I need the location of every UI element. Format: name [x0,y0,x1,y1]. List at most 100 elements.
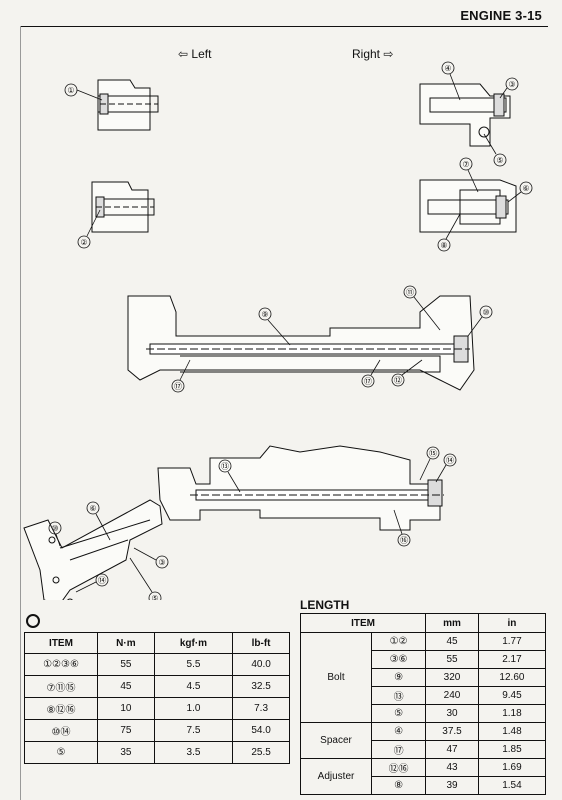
table-row: ⑬ 240 9.45 [301,686,547,705]
table-cell: 25.5 [232,741,290,764]
table-cell: 30 [425,704,479,723]
table-cell: 7.3 [232,697,290,720]
table-cell: 10 [97,697,155,720]
table-row: Adjuster ⑫⑯ 43 1.69 [300,758,547,795]
bolt-detail-3-4-5 [419,83,511,147]
callout-17b: ⑰ [364,377,372,386]
table-row: ⑩⑭ 75 7.5 54.0 [24,719,290,742]
table-row: ⑰ 47 1.85 [301,740,547,759]
table-row: ③⑥ 55 2.17 [301,650,547,669]
callout-5b: ⑤ [151,594,158,600]
table-cell: 240 [425,686,479,705]
table-cell: ⑤ [24,741,98,764]
table-cell: ⑧ [370,776,427,795]
callout-1: ① [67,86,74,95]
table-cell: 12.60 [477,668,547,687]
torque-header-lbft: lb-ft [232,632,290,654]
table-cell: 37.5 [425,722,479,741]
page-header: ENGINE 3-15 [0,0,562,30]
length-header-mm: mm [425,613,479,633]
table-cell: 1.69 [477,758,547,777]
table-cell: 35 [97,741,155,764]
direction-right-label: Right ⇨ [352,47,394,61]
table-cell: 75 [97,719,155,742]
bolt-detail-2 [91,181,155,233]
table-cell: ⑫⑯ [370,758,427,777]
table-cell: 1.85 [477,740,547,759]
callout-labels [48,61,533,600]
callout-16: ⑯ [400,536,408,545]
group-label-bolt: Bolt [300,632,372,723]
table-cell: 45 [425,632,479,651]
table-cell: 320 [425,668,479,687]
frame-perspective-view [23,499,163,600]
table-row: ⑧ 39 1.54 [301,776,547,795]
table-row: Bolt ①② 45 1.77 [300,632,547,723]
table-row: Spacer ④ 37.5 1.48 [300,722,547,759]
table-cell: 45 [97,675,155,698]
callout-14: ⑭ [446,456,454,465]
bolt-detail-6-7-8 [419,179,517,233]
callout-11: ⑪ [406,288,414,297]
table-row: ⑧⑫⑯ 10 1.0 7.3 [24,697,290,720]
length-table-title: LENGTH [300,598,350,612]
callout-3: ③ [508,80,515,89]
torque-wrench-icon [26,614,40,628]
callout-10b: ⑩ [51,524,58,533]
table-row: ①②③⑥ 55 5.5 40.0 [24,653,290,676]
table-cell: ⑰ [370,740,427,759]
group-label-adjuster: Adjuster [300,758,372,795]
table-cell: ⑤ [370,704,427,723]
table-cell: ⑧⑫⑯ [24,697,98,720]
through-bolt-assembly-9 [127,295,475,391]
callout-10: ⑩ [482,308,489,317]
page-title: ENGINE 3-15 [460,8,542,23]
callout-13: ⑬ [221,462,229,471]
table-cell: 47 [425,740,479,759]
callout-3b: ③ [158,558,165,567]
table-row: ⑦⑪⑮ 45 4.5 32.5 [24,675,290,698]
table-cell: 3.5 [153,741,234,764]
table-cell: 55 [97,653,155,676]
table-cell: ③⑥ [370,650,427,669]
callout-2: ② [80,238,87,247]
table-cell: 2.17 [477,650,547,669]
header-rule [20,26,548,27]
table-cell: 55 [425,650,479,669]
torque-table: ITEM N·m kgf·m lb-ft ①②③⑥ 55 5.5 40.0 ⑦⑪… [24,632,290,764]
torque-header-item: ITEM [24,632,98,654]
table-cell: 54.0 [232,719,290,742]
table-cell: ①② [370,632,427,651]
table-cell: ⑬ [370,686,427,705]
table-cell: ⑨ [370,668,427,687]
length-header-item: ITEM [299,613,427,633]
callout-15: ⑮ [429,449,437,458]
table-cell: ①②③⑥ [24,653,98,676]
engine-mount-diagram: ① ② ③ ④ ⑤ ⑥ ⑦ ⑧ ⑨ ⑩ ⑪ ⑫ ⑬ ⑭ ⑮ ⑯ ⑰ ⑰ ⑥ ⑩ … [23,61,533,600]
table-row: ⑤ 35 3.5 25.5 [24,741,290,764]
table-cell: 1.0 [153,697,234,720]
table-cell: 43 [425,758,479,777]
callout-12: ⑫ [394,376,402,385]
table-cell: 5.5 [153,653,234,676]
callout-14b: ⑭ [98,576,106,585]
table-header-row: ITEM N·m kgf·m lb-ft [24,632,290,654]
callout-7: ⑦ [462,160,469,169]
callout-6: ⑥ [522,184,529,193]
callout-5: ⑤ [496,156,503,165]
direction-left-label: ⇦ Left [178,47,212,61]
length-header-in: in [477,613,547,633]
group-label-spacer: Spacer [300,722,372,759]
table-cell: 4.5 [153,675,234,698]
table-cell: 7.5 [153,719,234,742]
callout-8: ⑧ [440,241,447,250]
table-cell: ④ [370,722,427,741]
table-cell: 40.0 [232,653,290,676]
table-cell: 1.18 [477,704,547,723]
table-cell: 1.77 [477,632,547,651]
torque-header-kgfm: kgf·m [153,632,234,654]
bolt-detail-1 [97,79,159,131]
callout-9: ⑨ [261,310,268,319]
torque-header-nm: N·m [97,632,155,654]
callout-6b: ⑥ [89,504,96,513]
